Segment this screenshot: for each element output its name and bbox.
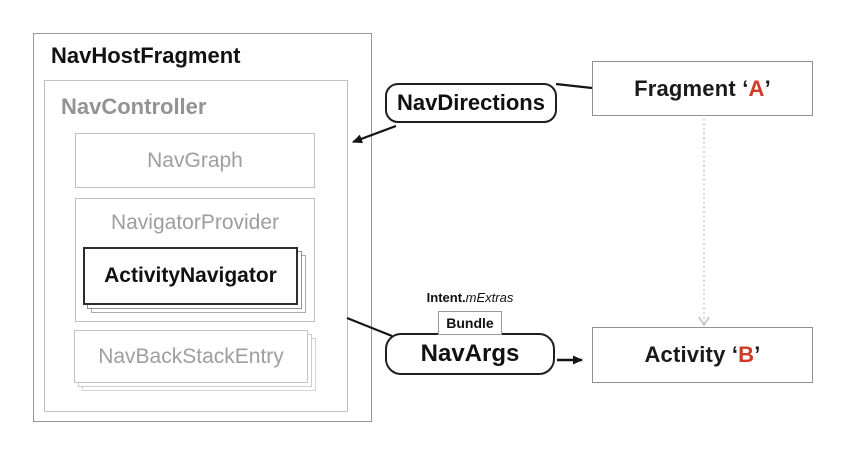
navdirections-label: NavDirections [397,90,545,115]
activity-b-label: Activity ‘B’ [644,342,761,367]
navhostfragment-label: NavHostFragment [51,43,241,68]
intent-mextras-label: Intent.mExtras [404,290,536,305]
bundle-box: Bundle [438,311,502,335]
fragment-a-label: Fragment ‘A’ [634,75,771,101]
mextras-text: mExtras [465,290,514,305]
navgraph-label: NavGraph [147,148,243,172]
navbackstackentry-stack: NavBackStackEntry [74,330,320,394]
navargs-pill: NavArgs [385,333,555,375]
navigatorprovider-label: NavigatorProvider [110,211,280,234]
activitynavigator-label: ActivityNavigator [104,264,277,287]
activitynavigator-box: ActivityNavigator [83,247,298,305]
fragment-a-letter: A [748,75,765,101]
navbackstackentry-label: NavBackStackEntry [98,344,284,368]
navdirections-pill: NavDirections [385,83,557,123]
activity-b-letter: B [738,342,755,367]
bundle-label: Bundle [446,315,494,331]
activity-b-box: Activity ‘B’ [592,327,813,383]
intent-prefix-text: Intent. [426,290,466,305]
fragment-a-to-navdirections-line [555,82,593,90]
navcontroller-label: NavController [61,94,207,119]
navargs-label: NavArgs [420,340,520,367]
activitynavigator-stack: ActivityNavigator [83,247,310,317]
fragment-a-box: Fragment ‘A’ [592,61,813,116]
navgraph-box: NavGraph [75,133,315,188]
dotted-line-arrowhead [698,316,710,327]
navbackstackentry-box: NavBackStackEntry [74,330,308,383]
